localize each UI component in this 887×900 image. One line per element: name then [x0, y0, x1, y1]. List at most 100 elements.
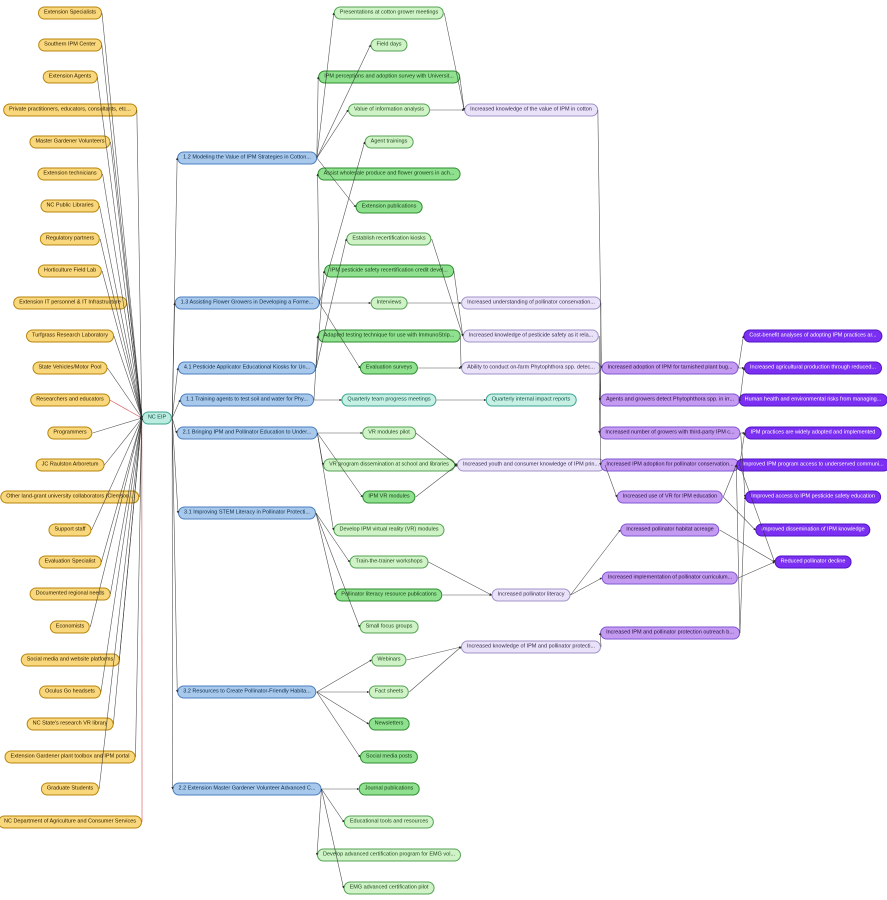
flow-node-g5[interactable]: Agent trainings — [364, 135, 414, 149]
flow-node-g22[interactable]: Fact sheets — [368, 685, 410, 699]
flow-node-b3[interactable]: 4.1 Pesticide Applicator Educational Kio… — [177, 361, 317, 375]
flow-node-l4[interactable]: Ability to conduct on-farm Phytophthora … — [461, 361, 601, 375]
flow-node-p5[interactable]: Improved IPM program access to underserv… — [736, 458, 887, 472]
flow-node-l7[interactable]: Increased pollinator literacy — [491, 588, 571, 602]
edge-hub-b4 — [171, 399, 181, 419]
flow-node-o25[interactable]: Graduate Students — [40, 782, 100, 796]
flow-node-p3[interactable]: Human health and environmental risks fro… — [738, 393, 887, 407]
flow-node-m6[interactable]: Increased pollinator habitat acreage — [620, 523, 720, 537]
flow-node-p7[interactable]: Improved dissemination of IPM knowledge — [755, 523, 871, 537]
flow-node-p8[interactable]: Reduced pollinator decline — [774, 555, 852, 569]
flow-node-o6[interactable]: Extension technicians — [37, 167, 103, 181]
flow-node-b5[interactable]: 2.1 Bringing IPM and Pollinator Educatio… — [176, 426, 318, 440]
flow-node-g18[interactable]: Train-the-trainer workshops — [349, 555, 429, 569]
flow-node-p4[interactable]: IPM practices are widely adopted and imp… — [744, 426, 882, 440]
flow-node-g21[interactable]: Webinars — [371, 653, 407, 667]
flow-node-b1[interactable]: 1.2 Modeling the Value of IPM Strategies… — [177, 151, 317, 165]
flow-node-o21[interactable]: Social media and website platforms — [20, 653, 120, 667]
edge-l1-m1 — [597, 109, 603, 369]
edge-o8-hub — [99, 238, 143, 419]
flow-node-g10[interactable]: Interviews — [370, 296, 408, 310]
flow-node-g23[interactable]: Newsletters — [368, 717, 410, 731]
flow-node-o14[interactable]: Programmers — [47, 426, 93, 440]
flow-node-g26[interactable]: Educational tools and resources — [343, 815, 435, 829]
flow-node-p2[interactable]: Increased agricultural production throug… — [744, 361, 882, 375]
flow-node-m5[interactable]: Increased use of VR for IPM education — [616, 490, 724, 504]
flow-node-b8[interactable]: 2.2 Extension Master Gardener Volunteer … — [172, 782, 322, 796]
flow-node-l5[interactable]: Quarterly internal impact reports — [485, 393, 577, 407]
flow-node-l1[interactable]: Increased knowledge of the value of IPM … — [464, 103, 598, 117]
flow-node-l2[interactable]: Increased understanding of pollinator co… — [461, 296, 601, 310]
flow-node-o19[interactable]: Documented regional needs — [29, 587, 111, 601]
flow-node-g8[interactable]: Establish recertification kiosks — [346, 232, 432, 246]
flow-node-l6[interactable]: Increased youth and consumer knowledge o… — [456, 458, 606, 472]
edge-l2-m4 — [599, 302, 602, 466]
flow-node-g28[interactable]: EMG advanced certification pilot — [343, 881, 435, 895]
flow-node-g7[interactable]: Extension publications — [355, 200, 423, 214]
flow-node-o12[interactable]: State Vehicles/Motor Pool — [32, 361, 108, 375]
flow-node-m7[interactable]: Increased implementation of pollinator c… — [601, 571, 739, 585]
flow-node-hub[interactable]: NC EIP — [141, 411, 173, 425]
flow-node-g15[interactable]: VR program dissemination at school and l… — [323, 458, 455, 472]
flow-node-l8[interactable]: Increased knowledge of IPM and pollinato… — [460, 640, 602, 654]
flow-node-o2[interactable]: Southern IPM Center — [38, 38, 102, 52]
edge-o16-hub — [139, 417, 143, 498]
edge-g8-l3 — [431, 238, 464, 337]
flow-node-o8[interactable]: Regulatory partners — [39, 232, 101, 246]
flow-node-g4[interactable]: Value of information analysis — [348, 103, 430, 117]
flow-node-g12[interactable]: Evaluation surveys — [359, 361, 419, 375]
flow-node-o3[interactable]: Extension Agents — [42, 70, 98, 84]
flow-node-b2[interactable]: 1.3 Assisting Flower Growers in Developi… — [174, 296, 320, 310]
edge-o13-hub — [109, 399, 143, 419]
flow-node-m8[interactable]: Increased IPM and pollinator protection … — [600, 626, 740, 640]
flow-node-o9[interactable]: Horticulture Field Lab — [37, 264, 103, 278]
flow-node-g13[interactable]: Quarterly team progress meetings — [341, 393, 437, 407]
flow-node-o15[interactable]: JC Raulston Arboretum — [35, 458, 105, 472]
edge-b8-g28 — [321, 788, 345, 889]
flow-node-o17[interactable]: Support staff — [48, 523, 92, 537]
flow-node-o20[interactable]: Economists — [49, 620, 91, 634]
flow-node-g16[interactable]: IPM VR modules — [362, 490, 416, 504]
flow-node-o4[interactable]: Private practitioners, educators, consul… — [3, 103, 137, 117]
flow-node-o13[interactable]: Researchers and educators — [30, 393, 110, 407]
flow-node-g3[interactable]: IPM perceptions and adoption survey with… — [318, 70, 460, 84]
flow-node-g2[interactable]: Field days — [370, 38, 408, 52]
edge-b2-g5 — [319, 141, 366, 304]
flow-node-o1[interactable]: Extension Specialists — [38, 6, 102, 20]
flow-node-g20[interactable]: Small focus groups — [359, 620, 419, 634]
flow-node-o24[interactable]: Extension Gardener plant toolbox and IPM… — [4, 750, 136, 764]
flow-node-g19[interactable]: Pollinator literacy resource publication… — [335, 588, 443, 602]
flow-node-g17[interactable]: Develop IPM virtual reality (VR) modules — [333, 523, 445, 537]
flow-node-g25[interactable]: Journal publications — [358, 782, 420, 796]
flow-node-m2[interactable]: Agents and growers detect Phytophthora s… — [599, 393, 741, 407]
flow-node-o26[interactable]: NC Department of Agriculture and Consume… — [0, 815, 143, 829]
flow-node-p6[interactable]: Improved access to IPM pesticide safety … — [745, 490, 881, 504]
flow-node-m4[interactable]: Increased IPM adoption for pollinator co… — [600, 458, 740, 472]
flow-node-g1[interactable]: Presentations at cotton grower meetings — [333, 6, 445, 20]
edge-m1-p1 — [738, 335, 745, 369]
flow-node-o18[interactable]: Evaluation Specialist — [38, 555, 102, 569]
flow-node-o5[interactable]: Master Gardener Volunteers — [29, 135, 111, 149]
flow-node-g24[interactable]: Social media posts — [359, 750, 419, 764]
flow-node-o16[interactable]: Other land-grant university collaborator… — [0, 490, 140, 504]
flow-node-m1[interactable]: Increased adoption of IPM for tarnished … — [601, 361, 739, 375]
flow-node-o22[interactable]: Oculus Go headsets — [39, 685, 101, 699]
flow-node-o11[interactable]: Turfgrass Research Laboratory — [26, 329, 114, 343]
flow-node-g27[interactable]: Develop advanced certification program f… — [316, 848, 462, 862]
edge-g1-l1 — [443, 12, 465, 111]
flow-node-l3[interactable]: Increased knowledge of pesticide safety … — [462, 329, 600, 343]
flow-node-o7[interactable]: NC Public Libraries — [40, 199, 100, 213]
flow-node-p1[interactable]: Cost-benefit analyses of adopting IPM pr… — [743, 329, 883, 343]
flow-node-m3[interactable]: Increased number of growers with third-p… — [599, 426, 741, 440]
flow-node-g14[interactable]: VR modules pilot — [362, 426, 416, 440]
flow-node-b4[interactable]: 1.1 Training agents to test soil and wat… — [180, 393, 314, 407]
flow-node-o23[interactable]: NC State's research VR library — [26, 717, 114, 731]
flow-node-o10[interactable]: Extension IT personnel & IT Infrastructu… — [13, 296, 127, 310]
flow-node-g9[interactable]: IPM pesticide safety recertification cre… — [324, 264, 454, 278]
flow-node-g6[interactable]: Assist wholesale produce and flower grow… — [317, 167, 461, 181]
flow-node-b6[interactable]: 3.1 Improving STEM Literacy in Pollinato… — [178, 506, 316, 520]
edge-b6-g18 — [315, 512, 350, 563]
flow-node-b7[interactable]: 3.2 Resources to Create Pollinator-Frien… — [177, 685, 317, 699]
flow-node-g11[interactable]: Adapted testing technique for use with I… — [317, 329, 461, 343]
